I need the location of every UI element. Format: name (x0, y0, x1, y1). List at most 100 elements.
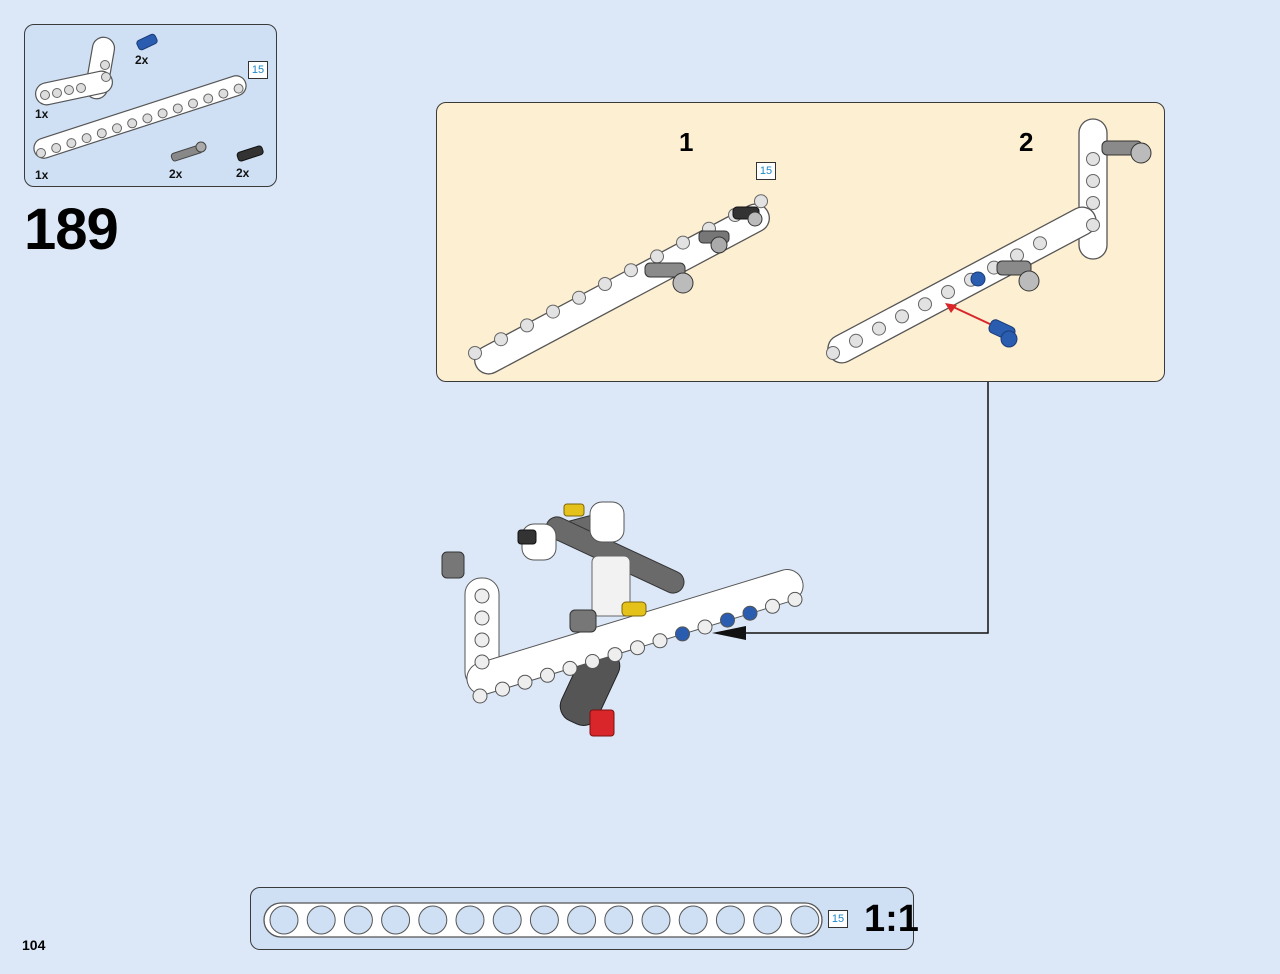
beam-hole (849, 333, 863, 348)
beam-hole (572, 290, 586, 305)
beam-hole (715, 905, 745, 935)
beam-hole (585, 654, 600, 669)
qty-label: 1x (35, 168, 49, 182)
beam-hole (36, 148, 46, 158)
qty-label: 2x (236, 166, 250, 180)
beam-hole (418, 905, 448, 935)
beam-hole (306, 905, 336, 935)
beam-hole (941, 285, 955, 299)
substep1-pins (644, 206, 763, 294)
beam-hole (765, 598, 780, 614)
gray-axle-pin-image (170, 141, 207, 162)
beam-hole (546, 304, 560, 319)
beam-hole (381, 905, 411, 935)
length-badge: 15 (248, 61, 268, 79)
beam-hole (474, 610, 490, 626)
beam-hole (720, 612, 735, 628)
beam-hole (753, 905, 783, 935)
beam-holes (472, 588, 803, 704)
main-assembly-illustration (441, 501, 804, 737)
page-number: 104 (22, 937, 46, 953)
beam-hole (203, 93, 214, 104)
beam-hole (754, 194, 768, 209)
beam-hole (895, 309, 909, 324)
beam-hole (472, 688, 488, 704)
beam-holes (36, 83, 244, 158)
qty-label: 2x (169, 167, 183, 181)
beam-hole (675, 626, 690, 642)
beam-hole (676, 235, 690, 250)
beam-hole (474, 632, 490, 648)
beam-hole (1086, 174, 1100, 188)
beam-hole (172, 103, 183, 114)
beam-hole (872, 321, 886, 336)
beam-hole (630, 640, 645, 656)
beam-holes (826, 152, 1100, 360)
blue-pin-insert (988, 319, 1018, 348)
beam-hole (742, 605, 758, 621)
beam-hole (826, 346, 840, 360)
beam-holes (269, 905, 820, 935)
black-pin-image (236, 145, 264, 162)
beam-hole (678, 905, 708, 935)
beam-hole (474, 654, 490, 670)
beam-hole (562, 660, 578, 676)
beam-hole (142, 113, 153, 124)
beam-hole (697, 619, 713, 635)
beam-hole (787, 591, 803, 607)
beam-hole (468, 346, 482, 360)
assembly-white-upper (521, 501, 631, 617)
white-l-beam-image (35, 36, 116, 106)
qty-label: 1x (35, 107, 49, 121)
beam-hole (1086, 196, 1100, 210)
beam-hole (540, 667, 555, 683)
substep-illustration (468, 118, 1152, 375)
qty-label: 2x (135, 53, 149, 67)
scale-beam (263, 902, 823, 938)
substep-number: 1 (679, 127, 694, 157)
beam-hole (81, 133, 92, 144)
beam-hole (652, 633, 668, 649)
beam-hole (1033, 236, 1047, 251)
scale-bar: 15 1:1 (250, 887, 919, 950)
beam-hole (529, 905, 559, 935)
parts-list-box: 2x 1x 1x 2x 2x 15 (24, 24, 277, 187)
beam-hole (495, 681, 510, 697)
beam-hole (492, 905, 522, 935)
length-badge: 15 (756, 162, 776, 180)
beam-hole (66, 138, 77, 149)
beam-hole (112, 123, 122, 134)
beam-hole (624, 263, 638, 278)
beam-hole (494, 332, 508, 347)
beam-hole (127, 118, 138, 129)
beam-hole (218, 88, 229, 99)
red-insert-arrow (945, 303, 993, 326)
beam-hole (604, 905, 634, 935)
beam-hole (607, 647, 623, 663)
substep-panel: 1 15 2 (436, 102, 1165, 382)
beam-hole (520, 318, 534, 333)
assembly-pins (441, 503, 647, 633)
beam-hole (598, 277, 612, 291)
parts-illustration (33, 33, 264, 162)
beam-hole (455, 905, 485, 935)
beam-hole (474, 588, 490, 604)
red-axle-connector (589, 709, 615, 737)
beam-hole (96, 128, 107, 139)
length-badge: 15 (828, 910, 848, 928)
beam-hole (790, 905, 820, 935)
beam-hole (233, 83, 244, 94)
beam-hole (157, 108, 168, 119)
beam-hole (269, 905, 299, 935)
beam-hole (641, 905, 671, 935)
beam-hole (567, 905, 597, 935)
beam-hole (188, 98, 198, 109)
assembly-white-beam (464, 569, 804, 695)
beam-hole (343, 905, 373, 935)
beam-hole (51, 143, 62, 154)
substep-number: 2 (1019, 127, 1034, 157)
substep2-pins (970, 140, 1152, 292)
beam-hole (517, 674, 533, 690)
beam-hole (1086, 152, 1100, 166)
